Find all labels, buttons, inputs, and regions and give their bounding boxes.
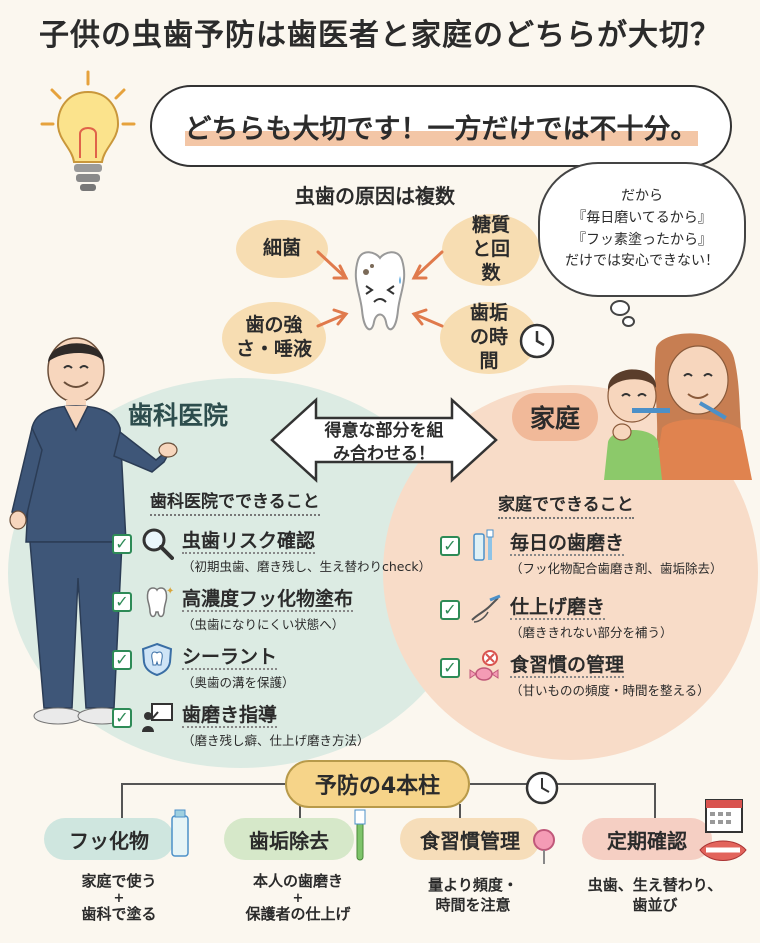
- check-icon: ✓: [112, 708, 132, 728]
- sparkle-tooth-icon: ✦: [146, 586, 174, 618]
- mother-child-illustration: [604, 333, 752, 480]
- pillar-desc-line: 本人の歯磨き: [252, 872, 343, 890]
- home-item-title: 食習慣の管理: [510, 654, 625, 678]
- cause-sugar-label: 糖質と回数: [471, 214, 510, 284]
- clock-icon: [519, 323, 555, 359]
- svg-text:✦: ✦: [166, 586, 174, 597]
- cause-strength: 歯の強さ・唾液: [222, 302, 326, 374]
- pillar-desc-line: 量より頻度・: [428, 876, 518, 894]
- check-icon: ✓: [112, 534, 132, 554]
- clinic-item-desc: （虫歯になりにくい状態へ）: [182, 617, 345, 632]
- pillar-desc: 本人の歯磨き + 保護者の仕上げ: [218, 872, 378, 924]
- check-icon: ✓: [440, 536, 460, 556]
- home-subtitle: 家庭でできること: [498, 490, 634, 519]
- check-icon: ✓: [440, 600, 460, 620]
- clinic-item-title: 高濃度フッ化物塗布: [182, 588, 354, 612]
- home-item: ✓ 毎日の歯磨き （フッ化物配合歯磨き剤、歯垢除去）: [440, 528, 723, 577]
- cause-strength-label: 歯の強さ・唾液: [235, 314, 312, 360]
- causes-title: 虫歯の原因は複数: [295, 184, 455, 208]
- answer-bubble: どちらも大切です！一方だけでは不十分。: [150, 85, 732, 167]
- pillar-desc-line: +: [292, 890, 304, 906]
- toothpaste-icon: [171, 809, 189, 857]
- thought-line-1: だから: [621, 188, 663, 205]
- toothbrush-toothpaste-icon: [473, 529, 494, 561]
- clock-lollipop-icon: [525, 771, 559, 864]
- pillar-desc-line: 時間を注意: [435, 895, 511, 914]
- check-icon: ✓: [112, 650, 132, 670]
- thought-line-2: 『毎日磨いてるから』: [572, 209, 712, 226]
- clinic-item-desc: （磨き残し癖、仕上げ磨き方法）: [182, 733, 370, 748]
- pillar-desc-line: +: [113, 890, 125, 906]
- pillar-checkup: 定期確認: [582, 818, 712, 860]
- home-item-title: 仕上げ磨き: [510, 596, 606, 620]
- pillars-title: 予防の4本柱: [285, 760, 470, 808]
- calendar-mouth-icon: [699, 799, 747, 861]
- thought-line-4: だけでは安心できない！: [565, 253, 719, 270]
- cause-bacteria: 細菌: [236, 220, 328, 278]
- thought-dot: [610, 300, 630, 316]
- home-item-desc: （磨ききれない部分を補う）: [510, 625, 673, 640]
- home-item-desc: （甘いものの頻度・時間を整える）: [510, 683, 710, 698]
- pillar-desc: 家庭で使う + 歯科で塗る: [44, 872, 194, 924]
- home-item-title: 毎日の歯磨き: [510, 532, 625, 556]
- pillar-fluoride: フッ化物: [44, 818, 174, 860]
- check-icon: ✓: [112, 592, 132, 612]
- teacher-icon: [142, 703, 173, 732]
- pillar-desc-line: 歯並び: [632, 895, 678, 914]
- home-item-desc: （フッ化物配合歯磨き剤、歯垢除去）: [510, 561, 723, 576]
- cause-plaque-label: 歯垢の時間: [469, 302, 508, 372]
- hand-brush-icon: [471, 594, 501, 623]
- shield-tooth-icon: [141, 642, 173, 676]
- pillar-desc: 虫歯、生え替わり、 歯並び: [570, 876, 740, 915]
- clinic-item-title: シーラント: [182, 646, 278, 670]
- answer-text: どちらも大切です！一方だけでは不十分。: [184, 106, 698, 146]
- clinic-item: ✓ シーラント （奥歯の溝を保護）: [112, 642, 295, 691]
- clinic-item: ✓ 虫歯リスク確認 （初期虫歯、磨き残し、生え替わりcheck）: [112, 526, 431, 575]
- clinic-item: ✓ ✦ 高濃度フッ化物塗布 （虫歯になりにくい状態へ）: [112, 584, 354, 633]
- clinic-item-title: 歯磨き指導: [182, 704, 278, 728]
- thought-line-3: 『フッ素塗ったから』: [572, 231, 712, 248]
- pillar-connectors: [121, 783, 656, 826]
- check-icon: ✓: [440, 658, 460, 678]
- page-title: 子供の虫歯予防は歯医者と家庭のどちらが大切？: [39, 18, 721, 53]
- home-label: 家庭: [512, 393, 599, 441]
- clinic-label: 歯科医院: [128, 401, 229, 430]
- clinic-item-desc: （初期虫歯、磨き残し、生え替わりcheck）: [182, 559, 432, 574]
- lightbulb-icon: [40, 70, 136, 191]
- thought-bubble: だから 『毎日磨いてるから』 『フッ素塗ったから』 だけでは安心できない！: [538, 162, 746, 297]
- center-label: 得意な部分を組み合わせる！: [324, 421, 444, 464]
- pillar-desc-line: 虫歯、生え替わり、: [587, 876, 723, 894]
- thought-dot: [622, 316, 635, 327]
- candy-no-icon: [469, 650, 499, 681]
- sad-tooth-icon: [316, 250, 444, 331]
- clinic-item-desc: （奥歯の溝を保護）: [182, 675, 295, 690]
- home-item: ✓ 食習慣の管理 （甘いものの頻度・時間を整える）: [440, 650, 710, 699]
- double-arrow: [270, 397, 498, 483]
- pillar-diet: 食習慣管理: [400, 818, 540, 860]
- pillar-plaque-removal: 歯垢除去: [224, 818, 354, 860]
- pillar-desc-line: 歯科で塗る: [81, 904, 157, 923]
- pillar-desc: 量より頻度・ 時間を注意: [398, 876, 548, 915]
- clinic-subtitle: 歯科医院でできること: [150, 487, 320, 516]
- pillar-desc-line: 家庭で使う: [81, 872, 157, 890]
- clinic-item-title: 虫歯リスク確認: [182, 530, 316, 554]
- home-item: ✓ 仕上げ磨き （磨ききれない部分を補う）: [440, 592, 673, 641]
- magnifier-icon: [142, 528, 174, 560]
- cause-sugar: 糖質と回数: [442, 214, 540, 286]
- clinic-item: ✓ 歯磨き指導 （磨き残し癖、仕上げ磨き方法）: [112, 700, 370, 749]
- toothbrush-icon: [354, 809, 366, 861]
- pillar-desc-line: 保護者の仕上げ: [245, 904, 351, 923]
